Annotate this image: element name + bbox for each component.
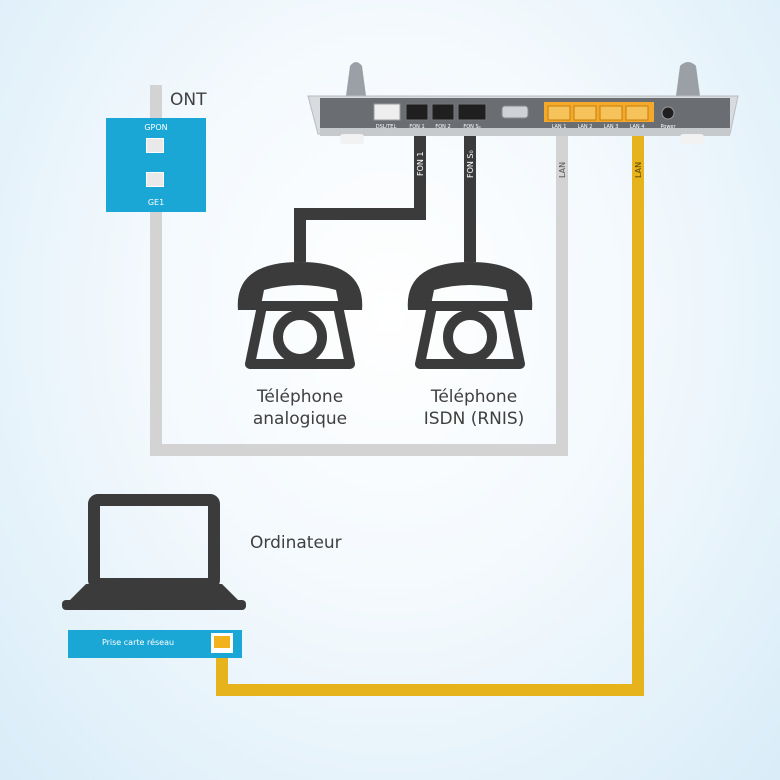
- router-port-label: LAN 1: [552, 124, 567, 130]
- port-fon1: [405, 103, 429, 121]
- port-lan3: [599, 105, 623, 121]
- router-port-label: LAN 4: [630, 124, 645, 130]
- cable-label-lan-yellow: LAN: [634, 162, 643, 178]
- ont-title: ONT: [170, 90, 207, 110]
- analog-phone-line1: Téléphone: [256, 387, 344, 407]
- port-lan4: [625, 105, 649, 121]
- isdn-phone-line2: ISDN (RNIS): [423, 409, 525, 429]
- nic-bar: Prise carte réseau: [68, 630, 242, 658]
- router-port-label: FON 2: [435, 124, 450, 130]
- port-fons0: [457, 103, 487, 121]
- router-port-label: DSL/TEL: [376, 124, 397, 130]
- nic-label: Prise carte réseau: [101, 638, 175, 647]
- analog-phone-label: Téléphone analogique: [232, 386, 368, 430]
- cable-label-fon1: FON 1: [416, 151, 425, 176]
- router-port-label: LAN 3: [604, 124, 619, 130]
- cable-label-lan-gray: LAN: [558, 162, 567, 178]
- port-dsl-tel: [373, 103, 401, 121]
- router-port-label: FON 1: [409, 124, 424, 130]
- isdn-phone-icon: [407, 262, 533, 369]
- port-lan1: [547, 105, 571, 121]
- yellow-lan-cable: [216, 132, 644, 696]
- isdn-phone-line1: Téléphone: [430, 387, 518, 407]
- router-foot-right: [680, 134, 704, 144]
- router-foot-left: [340, 134, 364, 144]
- port-lan2: [573, 105, 597, 121]
- router: DSL/TEL FON 1 FON 2 FON S₀ LAN 1 LAN 2 L…: [307, 62, 739, 144]
- ont-device: GPON GE1: [106, 118, 206, 212]
- router-port-label: Power: [660, 124, 676, 130]
- port-usb: [501, 105, 529, 119]
- cable-label-fons0: FON S₀: [466, 150, 475, 178]
- laptop-icon: [62, 494, 246, 610]
- ont-gpon-label: GPON: [144, 123, 168, 132]
- fon1-cable: [294, 130, 426, 262]
- router-antenna-left: [346, 62, 366, 96]
- isdn-phone-label: Téléphone ISDN (RNIS): [404, 386, 544, 430]
- nic-port: [211, 633, 233, 653]
- port-fon2: [431, 103, 455, 121]
- ont-ge1-label: GE1: [147, 198, 165, 207]
- computer-label: Ordinateur: [250, 533, 342, 553]
- gray-lan-cable: [150, 85, 568, 456]
- ont-gpon-port: [146, 138, 164, 153]
- router-port-label: LAN 2: [578, 124, 593, 130]
- analog-phone-line2: analogique: [252, 409, 348, 429]
- port-power: [661, 106, 675, 120]
- router-antenna-right: [676, 62, 700, 96]
- analog-phone-icon: [237, 262, 363, 369]
- ont-ge1-port: [146, 172, 164, 187]
- router-port-label: FON S₀: [463, 124, 480, 130]
